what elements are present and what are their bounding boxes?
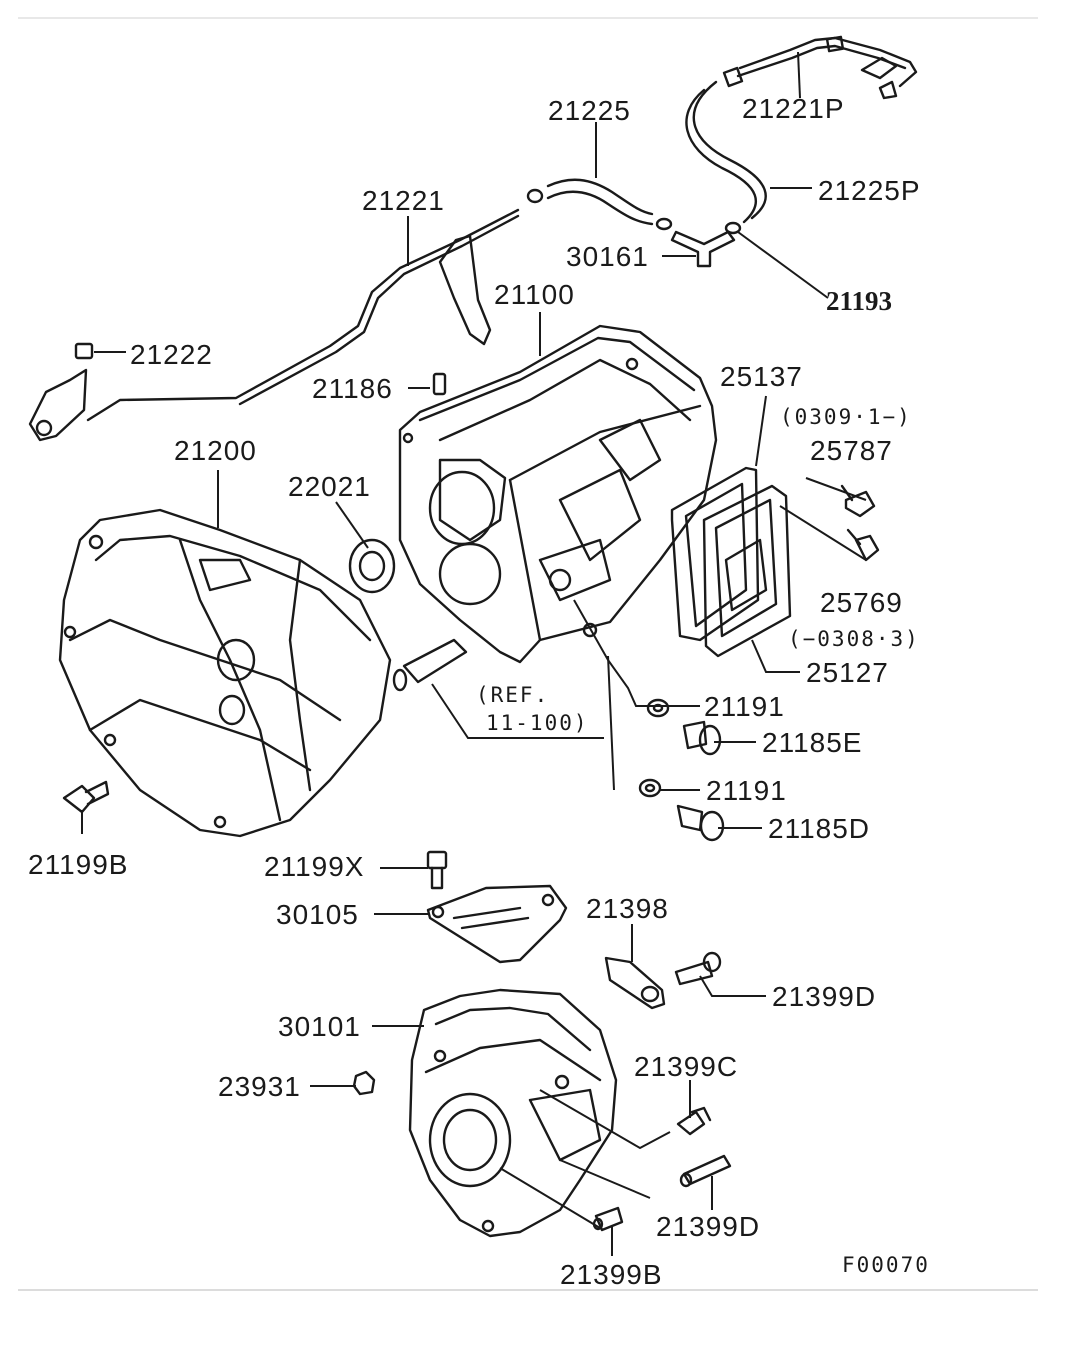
part-21185D-drawing[interactable] — [676, 804, 725, 842]
part-21225P-drawing[interactable] — [685, 80, 767, 224]
part-30161-drawing[interactable] — [655, 217, 742, 268]
part-label-30161[interactable]: 30161 — [566, 241, 649, 272]
part-label-30101[interactable]: 30101 — [278, 1011, 361, 1042]
part-21399Db-drawing[interactable] — [679, 1154, 732, 1188]
part-label-21221[interactable]: 21221 — [362, 185, 445, 216]
part-21186-drawing[interactable] — [432, 372, 447, 396]
part-30101-drawing[interactable] — [408, 988, 618, 1238]
part-label-21100[interactable]: 21100 — [494, 279, 575, 310]
part-label-21398[interactable]: 21398 — [586, 893, 669, 924]
part-label-21399B[interactable]: 21399B — [560, 1259, 663, 1290]
part-21399C-drawing[interactable] — [676, 1106, 712, 1136]
part-label-30105[interactable]: 30105 — [276, 899, 359, 930]
part-25137-drawing[interactable] — [670, 466, 760, 642]
note-ref-line2: 11-100) — [486, 711, 589, 735]
part-21185E-drawing[interactable] — [682, 720, 722, 756]
part-21100-drawing[interactable] — [398, 324, 718, 664]
part-21200-drawing[interactable] — [58, 508, 392, 838]
part-label-21199X[interactable]: 21199X — [264, 851, 364, 882]
part-label-21186[interactable]: 21186 — [312, 373, 393, 404]
part-label-21185E[interactable]: 21185E — [762, 727, 862, 758]
part-label-21399C[interactable]: 21399C — [634, 1051, 738, 1082]
part-label-25787[interactable]: 25787 — [810, 435, 893, 466]
part-label-21193[interactable]: 21193 — [826, 286, 892, 316]
part-label-25137[interactable]: 25137 — [720, 361, 803, 392]
part-30105-drawing[interactable] — [426, 884, 568, 964]
part-21222-drawing[interactable] — [74, 342, 94, 360]
part-23931-drawing[interactable] — [352, 1070, 376, 1096]
part-label-21221P[interactable]: 21221P — [742, 93, 845, 124]
part-22021-drawing[interactable] — [348, 538, 396, 594]
part-21225-drawing[interactable] — [526, 178, 654, 226]
ref-11-100-drawing[interactable] — [392, 638, 468, 692]
part-25769-drawing[interactable] — [846, 528, 880, 562]
part-label-22021[interactable]: 22021 — [288, 471, 371, 502]
part-21398-drawing[interactable] — [604, 956, 666, 1010]
note-date-from: (0309·1−) — [780, 405, 912, 429]
part-label-21225[interactable]: 21225 — [548, 95, 631, 126]
part-label-21225P[interactable]: 21225P — [818, 175, 921, 206]
part-21221-drawing[interactable] — [28, 208, 520, 442]
note-date-to: (−0308·3) — [788, 627, 920, 651]
part-label-21399D-lower[interactable]: 21399D — [656, 1211, 760, 1242]
part-21399Da-drawing[interactable] — [674, 951, 722, 986]
part-label-25127[interactable]: 25127 — [806, 657, 889, 688]
part-label-21191-upper[interactable]: 21191 — [704, 691, 785, 722]
part-21191a-drawing[interactable] — [646, 698, 670, 718]
part-label-21200[interactable]: 21200 — [174, 435, 257, 466]
part-25127-drawing[interactable] — [702, 484, 792, 658]
part-label-21222[interactable]: 21222 — [130, 339, 213, 370]
part-label-21185D[interactable]: 21185D — [768, 813, 870, 844]
part-21199X-drawing[interactable] — [426, 850, 448, 890]
part-21199B-drawing[interactable] — [62, 780, 110, 814]
leader-lines — [81, 51, 867, 1256]
part-21191b-drawing[interactable] — [638, 778, 662, 798]
part-label-23931[interactable]: 23931 — [218, 1071, 301, 1102]
part-25787-drawing[interactable] — [840, 484, 876, 518]
part-label-21399D-upper[interactable]: 21399D — [772, 981, 876, 1012]
figure-code: F00070 — [842, 1253, 930, 1277]
part-label-21191-lower[interactable]: 21191 — [706, 775, 787, 806]
part-label-21199B[interactable]: 21199B — [28, 849, 128, 880]
note-ref-line1: (REF. — [476, 683, 549, 707]
part-label-25769[interactable]: 25769 — [820, 587, 903, 618]
part-21221P-drawing[interactable] — [722, 35, 918, 100]
